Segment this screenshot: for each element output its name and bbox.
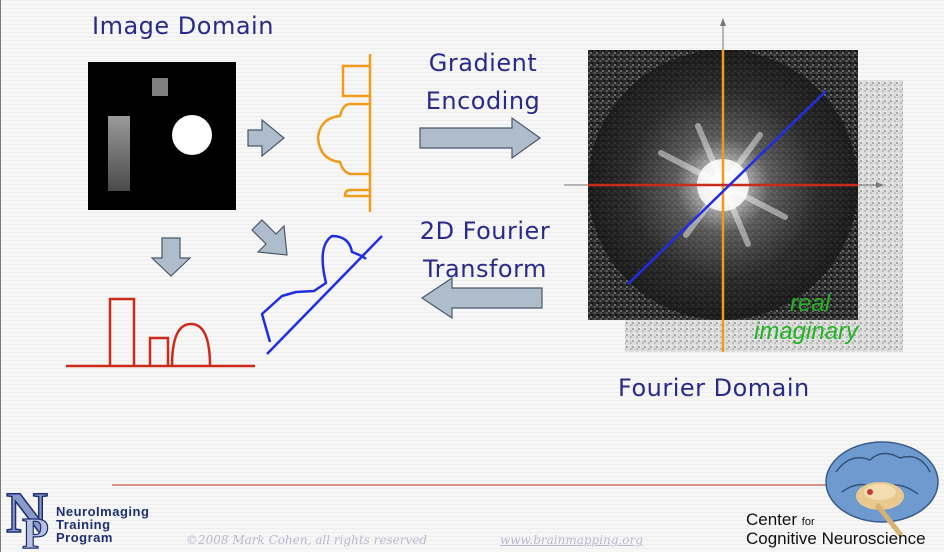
center-word: Center (746, 510, 798, 529)
brain-icon (825, 441, 939, 537)
phantom-image (88, 62, 236, 210)
real-label: real (790, 290, 831, 317)
fourier-transform-label: 2D Fourier Transform (402, 212, 568, 288)
logo-line3: Program (56, 530, 113, 545)
vertical-profile-curve (316, 54, 372, 212)
logo-left-text: NeuroImaging Training Program (56, 505, 149, 544)
svg-text:N: N (6, 480, 48, 545)
gradient-encoding-line2: Encoding (425, 87, 541, 115)
k-space-image (564, 18, 903, 352)
image-domain-label: Image Domain (92, 12, 274, 40)
fourier-transform-line2: Transform (423, 255, 547, 283)
for-word: for (801, 516, 815, 528)
arrow-diagonal-icon (251, 219, 288, 256)
fourier-transform-arrow-icon (420, 276, 543, 320)
center-label: Center for (746, 510, 815, 530)
gradient-encoding-arrow-icon (419, 116, 542, 160)
diagonal-profile-curve (260, 234, 383, 355)
phantom-bar (108, 116, 130, 191)
logo-line1: NeuroImaging (56, 504, 150, 519)
gradient-encoding-line1: Gradient (428, 49, 538, 77)
svg-text:P: P (22, 509, 49, 552)
arrow-right-icon (247, 118, 285, 158)
cognitive-neuroscience-label: Cognitive Neuroscience (746, 529, 926, 548)
diagonal-k-line (627, 90, 827, 285)
np-logo-icon: N P (5, 479, 49, 552)
fourier-transform-line1: 2D Fourier (419, 217, 551, 245)
gradient-encoding-label: Gradient Encoding (400, 44, 566, 120)
imaginary-label: imaginary (754, 318, 859, 345)
fourier-domain-label: Fourier Domain (618, 374, 810, 402)
website-link[interactable]: www.brainmapping.org (500, 533, 643, 547)
phantom-small-square (152, 78, 168, 96)
copyright-text: ©2008 Mark Cohen, all rights reserved (186, 533, 428, 547)
horizontal-profile-curve (66, 297, 255, 368)
phantom-disk (172, 115, 212, 155)
logo-line2: Training (56, 517, 111, 532)
arrow-down-icon (150, 237, 192, 277)
